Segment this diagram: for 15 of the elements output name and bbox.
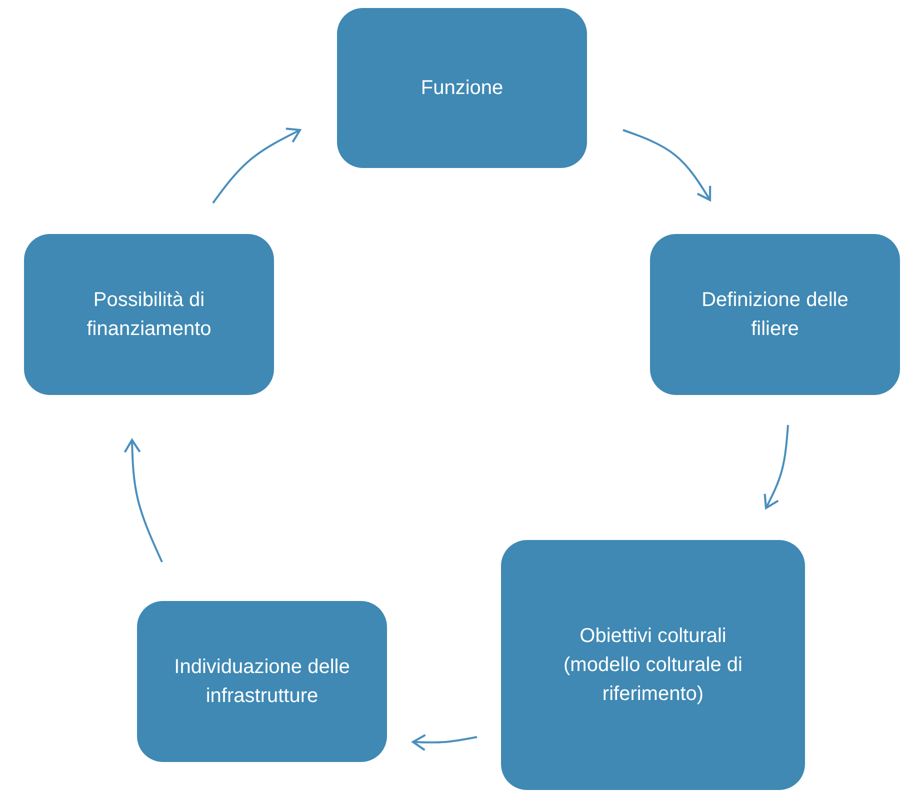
arrow [124,438,163,562]
arrow [622,129,712,202]
process-box [650,234,900,395]
process-box [337,8,587,168]
box-label: Definizione delle filiere [700,288,850,342]
box-label: Funzione [420,76,504,100]
box-label: Obiettivi colturali (modello colturale di riferimento) [562,624,744,706]
process-box [137,601,387,762]
box-label: Possibilità di finanziamento [86,288,212,342]
arrow [212,128,302,204]
process-box [501,540,805,790]
arrow [412,734,478,751]
box-label: Individuazione delle infrastrutture [173,654,351,708]
arrow [764,424,789,510]
process-box [24,234,274,395]
